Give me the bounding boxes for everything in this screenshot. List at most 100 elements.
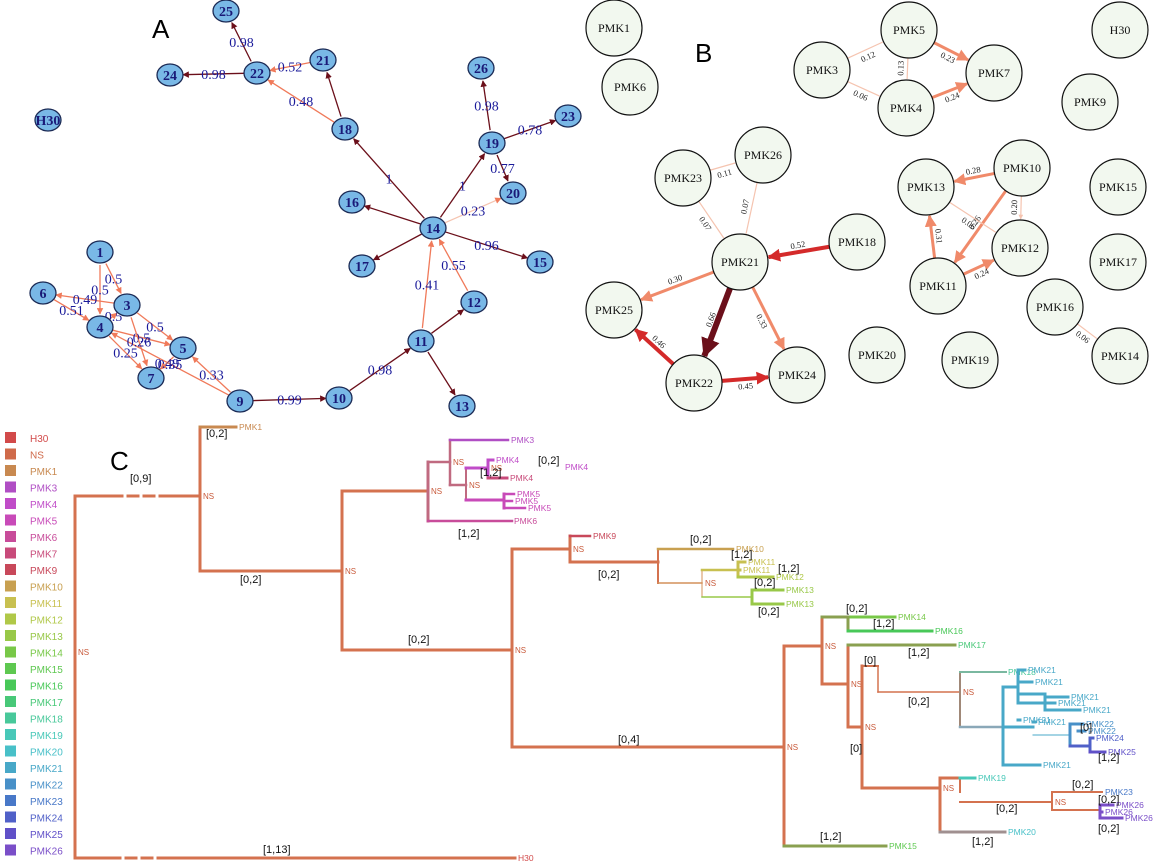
legend-item: PMK19 [5, 729, 63, 742]
node-a-16: 16 [338, 190, 366, 214]
node-b-PMK20: PMK20 [848, 326, 906, 384]
tree-interval-label: [0,2] [690, 534, 711, 546]
tree-node-label: NS [78, 648, 89, 657]
node-b-PMK1: PMK1 [585, 0, 643, 57]
node-a-6: 6 [29, 281, 57, 305]
node-b-PMK23: PMK23 [654, 149, 712, 207]
edge-b-PMK10-PMK11 [953, 189, 1007, 264]
edge-b-label: 0.07 [738, 198, 751, 215]
tree-interval-label: [0,9] [130, 473, 151, 485]
legend-label: PMK7 [30, 550, 58, 561]
edge-b-PMK13-PMK12 [949, 201, 996, 233]
edge-a-label: 0.98 [201, 68, 226, 83]
edge-a-4-5 [112, 329, 172, 347]
edge-b-PMK5-PMK4 [906, 57, 909, 80]
edge-b-PMK22-PMK24 [721, 371, 770, 385]
tree-tip-label: PMK4 [496, 455, 519, 465]
node-b-PMK7: PMK7 [965, 44, 1023, 102]
phylogenetic-tree: NS[0,9][1,13]H30NSPMK1[0,2][0,2]NSNSNSPM… [73, 422, 1153, 863]
legend-item: NS [5, 448, 44, 462]
tree-tip-label: PMK22 [1086, 719, 1114, 729]
tree-node-label: NS [431, 487, 442, 496]
tree-interval-label: [1,2] [972, 836, 993, 848]
node-b-label: PMK16 [1036, 300, 1074, 314]
node-b-PMK22: PMK22 [665, 354, 723, 412]
node-a-label: 13 [455, 400, 469, 415]
legend-label: PMK19 [30, 731, 63, 742]
node-b-PMK13: PMK13 [897, 158, 955, 216]
edge-a-18-22 [267, 79, 335, 123]
edge-a-9-5 [192, 356, 231, 393]
legend-label: H30 [30, 434, 49, 445]
node-a-label: 16 [345, 196, 359, 211]
tree-tip-label: PMK10 [736, 544, 764, 554]
tree-interval-label: [0,2] [408, 634, 429, 646]
edge-a-11-14 [421, 240, 435, 329]
node-b-label: PMK7 [978, 66, 1010, 80]
node-a-14: 14 [419, 216, 447, 240]
legend-label: PMK20 [30, 748, 63, 759]
legend-swatch [5, 547, 16, 559]
tree-interval-label: [1,2] [873, 618, 894, 630]
legend-label: PMK26 [30, 847, 63, 858]
legend-label: PMK25 [30, 830, 63, 841]
tree-tip-label: PMK23 [1105, 787, 1133, 797]
legend-swatch [5, 745, 16, 757]
legend-item: PMK24 [5, 811, 63, 825]
legend-item: PMK26 [5, 844, 63, 858]
node-a-label: 9 [237, 395, 244, 410]
node-b-label: PMK26 [744, 148, 782, 162]
tree-node-label: NS [345, 567, 356, 576]
legend-item: H30 [5, 432, 49, 445]
legend-item: PMK18 [5, 712, 63, 726]
node-b-label: PMK17 [1099, 255, 1137, 269]
node-a-7: 7 [137, 366, 165, 390]
edge-a-4-3 [109, 312, 118, 320]
node-a-24: 24 [156, 63, 184, 87]
legend-item: PMK3 [5, 481, 58, 495]
tree-interval-label: [0,2] [908, 696, 929, 708]
edge-b-PMK3-PMK4 [847, 80, 880, 97]
node-a-18: 18 [331, 117, 359, 141]
node-a-label: 19 [485, 137, 499, 152]
tree-node-label: NS [491, 464, 502, 473]
edge-a-14-19 [439, 153, 486, 218]
tree-tip-label: PMK25 [1108, 747, 1136, 757]
tree-interval-label: [1,2] [820, 831, 841, 843]
tree-node-label: NS [1055, 798, 1066, 807]
edge-a-6-4 [53, 299, 90, 321]
legend-swatch [5, 448, 16, 460]
edge-a-label: 0.49 [73, 293, 98, 308]
tree-interval-label: [1,13] [263, 844, 291, 856]
edge-b-PMK5-PMK7 [933, 41, 970, 62]
legend-swatch [5, 811, 16, 823]
node-a-9: 9 [226, 389, 254, 413]
legend-swatch [5, 663, 16, 674]
node-b-label: PMK9 [1074, 95, 1106, 109]
tree-interval-label: [0] [864, 655, 876, 667]
tree-interval-label: [0] [1080, 722, 1092, 734]
edge-b-PMK21-PMK24 [751, 286, 786, 351]
edge-b-PMK23-PMK26 [709, 162, 736, 171]
legend-label: PMK18 [30, 715, 63, 726]
legend-item: PMK13 [5, 630, 63, 643]
node-b-label: PMK14 [1101, 349, 1139, 363]
tree-tip-label: PMK12 [776, 572, 804, 582]
legend-swatch [5, 613, 16, 625]
legend-item: PMK12 [5, 613, 63, 627]
edge-a-label: 0.98 [229, 36, 254, 51]
node-a-label: 26 [474, 62, 488, 77]
tree-node-label: NS [469, 481, 480, 490]
tree-interval-label: [0,2] [598, 569, 619, 581]
tree-interval-label: [0] [850, 743, 862, 755]
edge-a-label: 0.5 [91, 284, 109, 299]
tree-interval-label: [0,2] [846, 603, 867, 615]
node-a-11: 11 [407, 329, 435, 353]
node-b-label: PMK23 [664, 171, 702, 185]
tree-interval-label: [1,2] [731, 549, 752, 561]
node-b-label: PMK13 [907, 180, 945, 194]
edge-b-label: 0.30 [666, 272, 683, 287]
edge-a-22-25 [231, 22, 252, 62]
node-b-label: PMK25 [595, 303, 633, 317]
